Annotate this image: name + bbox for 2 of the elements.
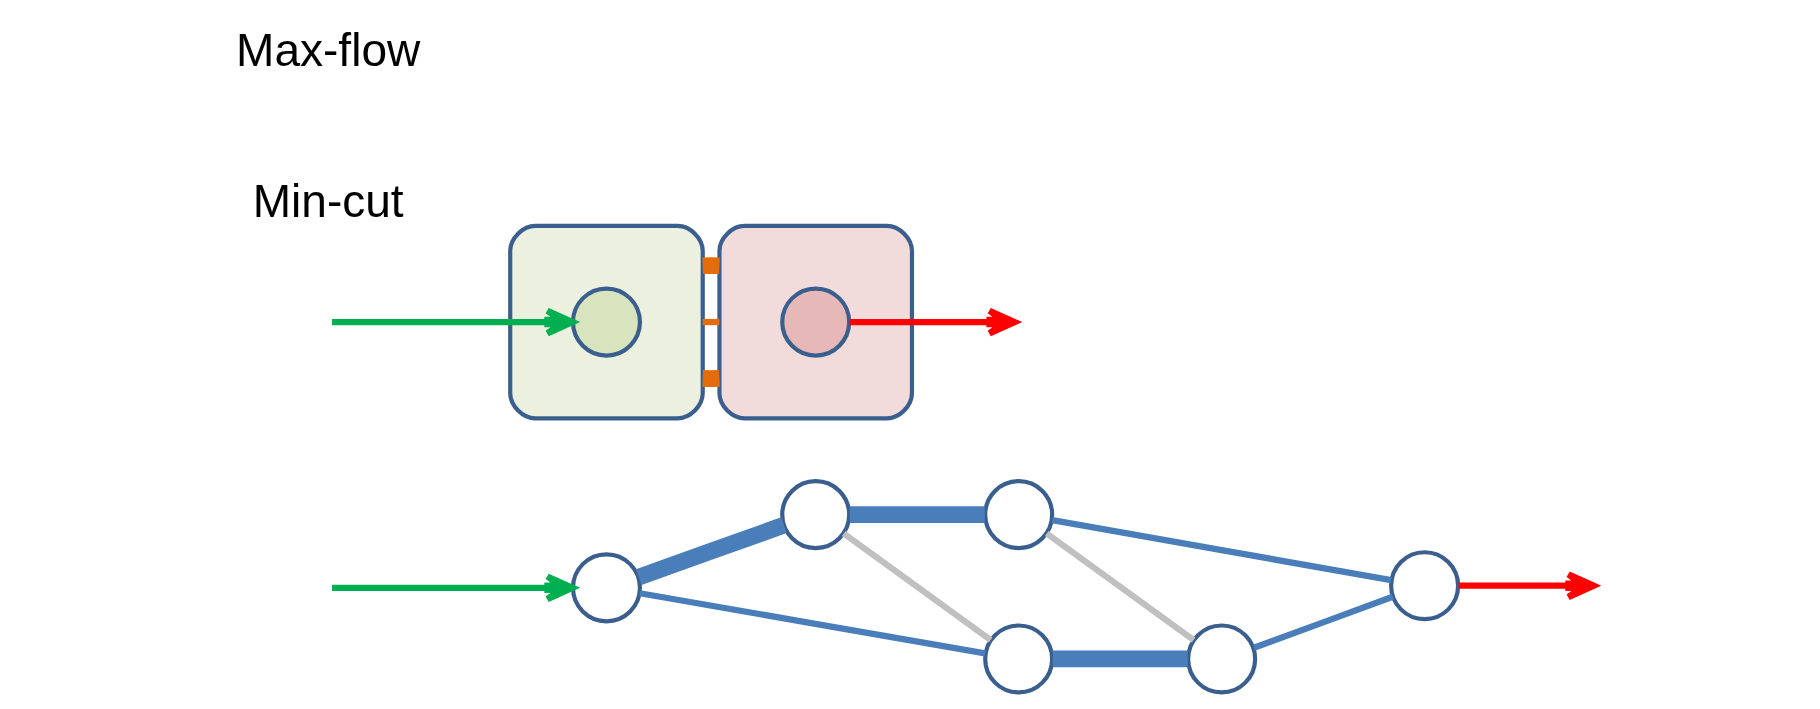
label: Min-cut xyxy=(252,174,404,227)
label: Max-flow xyxy=(235,23,420,76)
